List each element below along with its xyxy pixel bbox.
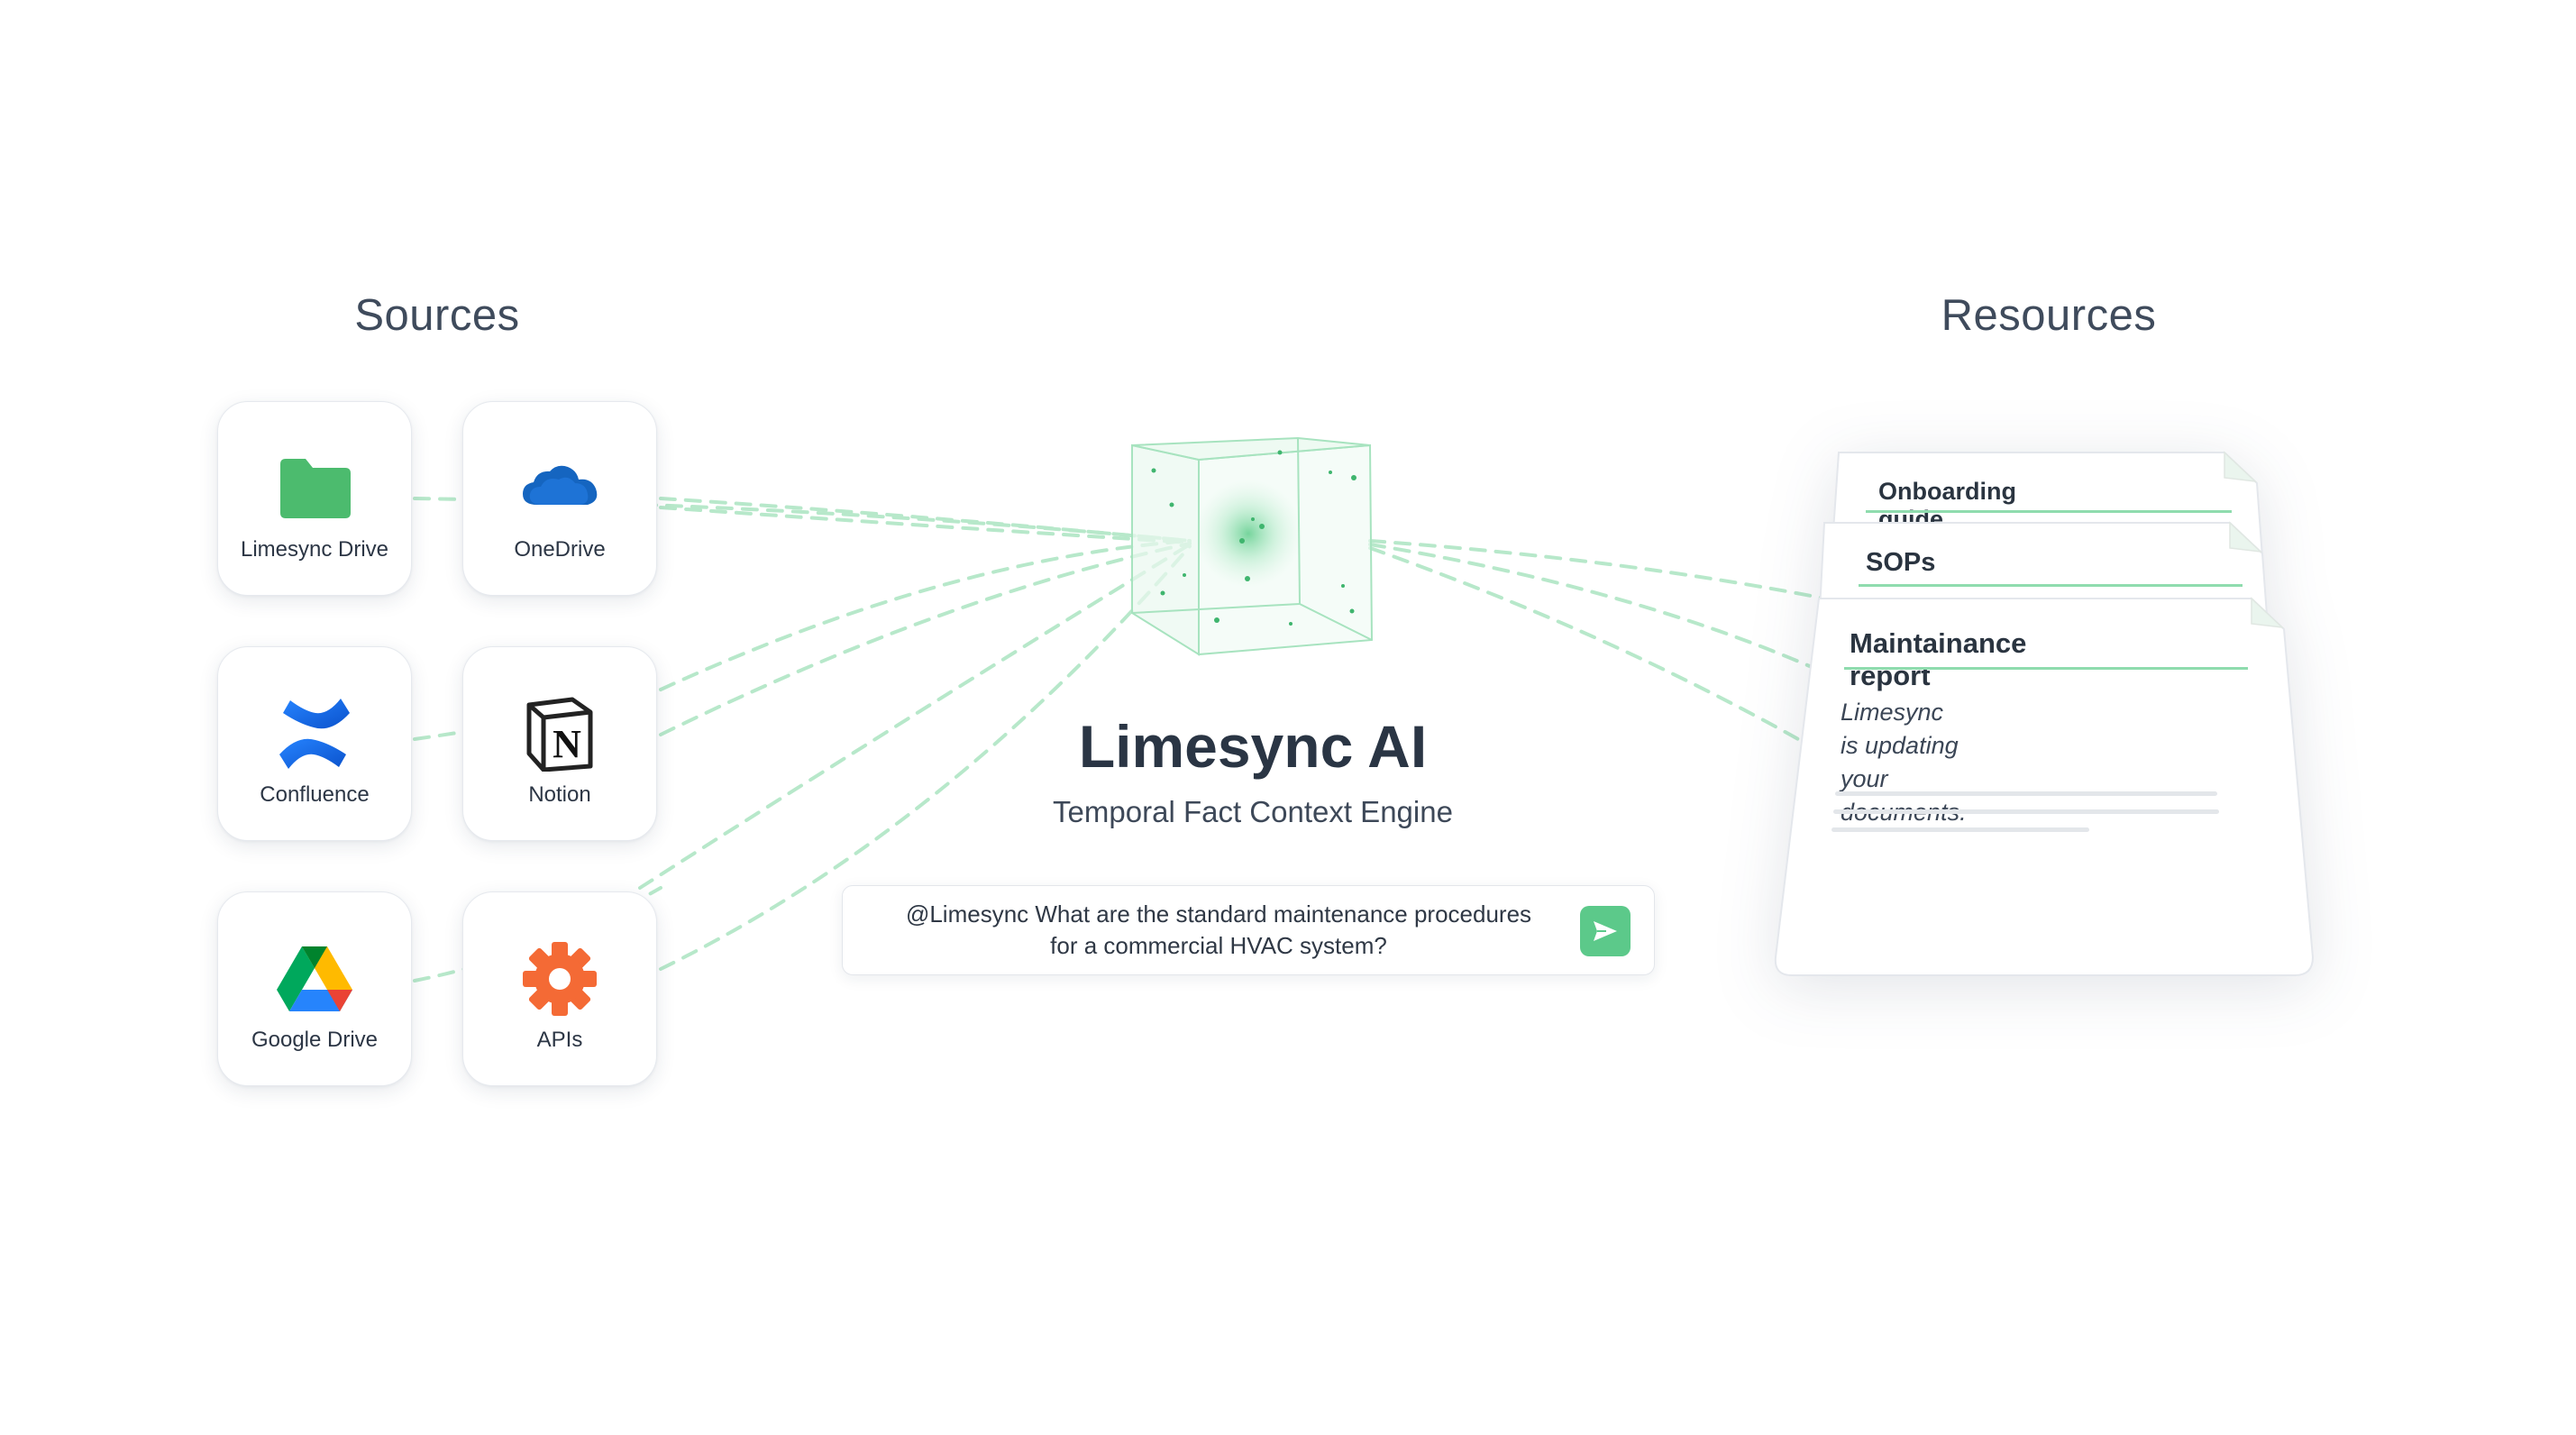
source-card-limesync-drive[interactable]: Limesync Drive (217, 401, 412, 596)
doc-placeholder-line (1833, 809, 2219, 814)
doc-underline (1859, 584, 2243, 587)
source-label: APIs (463, 1028, 656, 1053)
source-label: Limesync Drive (218, 537, 411, 562)
doc-placeholder-line (1832, 827, 2089, 832)
source-card-apis[interactable]: APIs (462, 891, 657, 1086)
google-drive-icon (273, 937, 356, 1020)
doc-underline (1866, 510, 2232, 513)
source-label: Notion (463, 782, 656, 808)
doc-title-sops[interactable]: SOPs (1866, 548, 1935, 578)
resources-title: Resources (1778, 290, 2319, 341)
confluence-icon (273, 692, 356, 775)
link-res-2 (1370, 544, 1812, 667)
source-card-confluence[interactable]: Confluence (217, 646, 412, 841)
source-card-onedrive[interactable]: OneDrive (462, 401, 657, 596)
send-button[interactable] (1580, 906, 1631, 956)
query-line-1: @Limesync What are the standard maintena… (863, 899, 1575, 930)
engine-subtitle: Temporal Fact Context Engine (991, 795, 1514, 829)
svg-text:N: N (553, 722, 581, 766)
query-line-2: for a commercial HVAC system? (863, 930, 1575, 962)
doc-underline (1844, 667, 2248, 670)
send-icon (1592, 919, 1619, 943)
doc-placeholder-line (1835, 791, 2217, 796)
link-res-3 (1370, 548, 1798, 739)
source-label: Google Drive (218, 1028, 411, 1053)
query-text[interactable]: @Limesync What are the standard maintena… (863, 899, 1575, 962)
source-card-notion[interactable]: N Notion (462, 646, 657, 841)
query-box[interactable]: @Limesync What are the standard maintena… (842, 885, 1655, 975)
doc-body-line-1: Limesync is updating your (1841, 696, 1967, 796)
folder-icon (273, 447, 356, 530)
sources-title: Sources (167, 290, 708, 341)
engine-cube-graphic (1127, 434, 1388, 669)
onedrive-icon (518, 447, 601, 530)
source-label: Confluence (218, 782, 411, 808)
gear-icon (518, 937, 601, 1020)
source-card-google-drive[interactable]: Google Drive (217, 891, 412, 1086)
link-res-1 (1370, 541, 1830, 599)
notion-icon: N (518, 692, 601, 775)
engine-name: Limesync AI (991, 712, 1514, 781)
doc-title-maintainance[interactable]: Maintainance report (1850, 627, 2026, 692)
link-onedrive-2 (661, 507, 1190, 543)
source-label: OneDrive (463, 537, 656, 562)
